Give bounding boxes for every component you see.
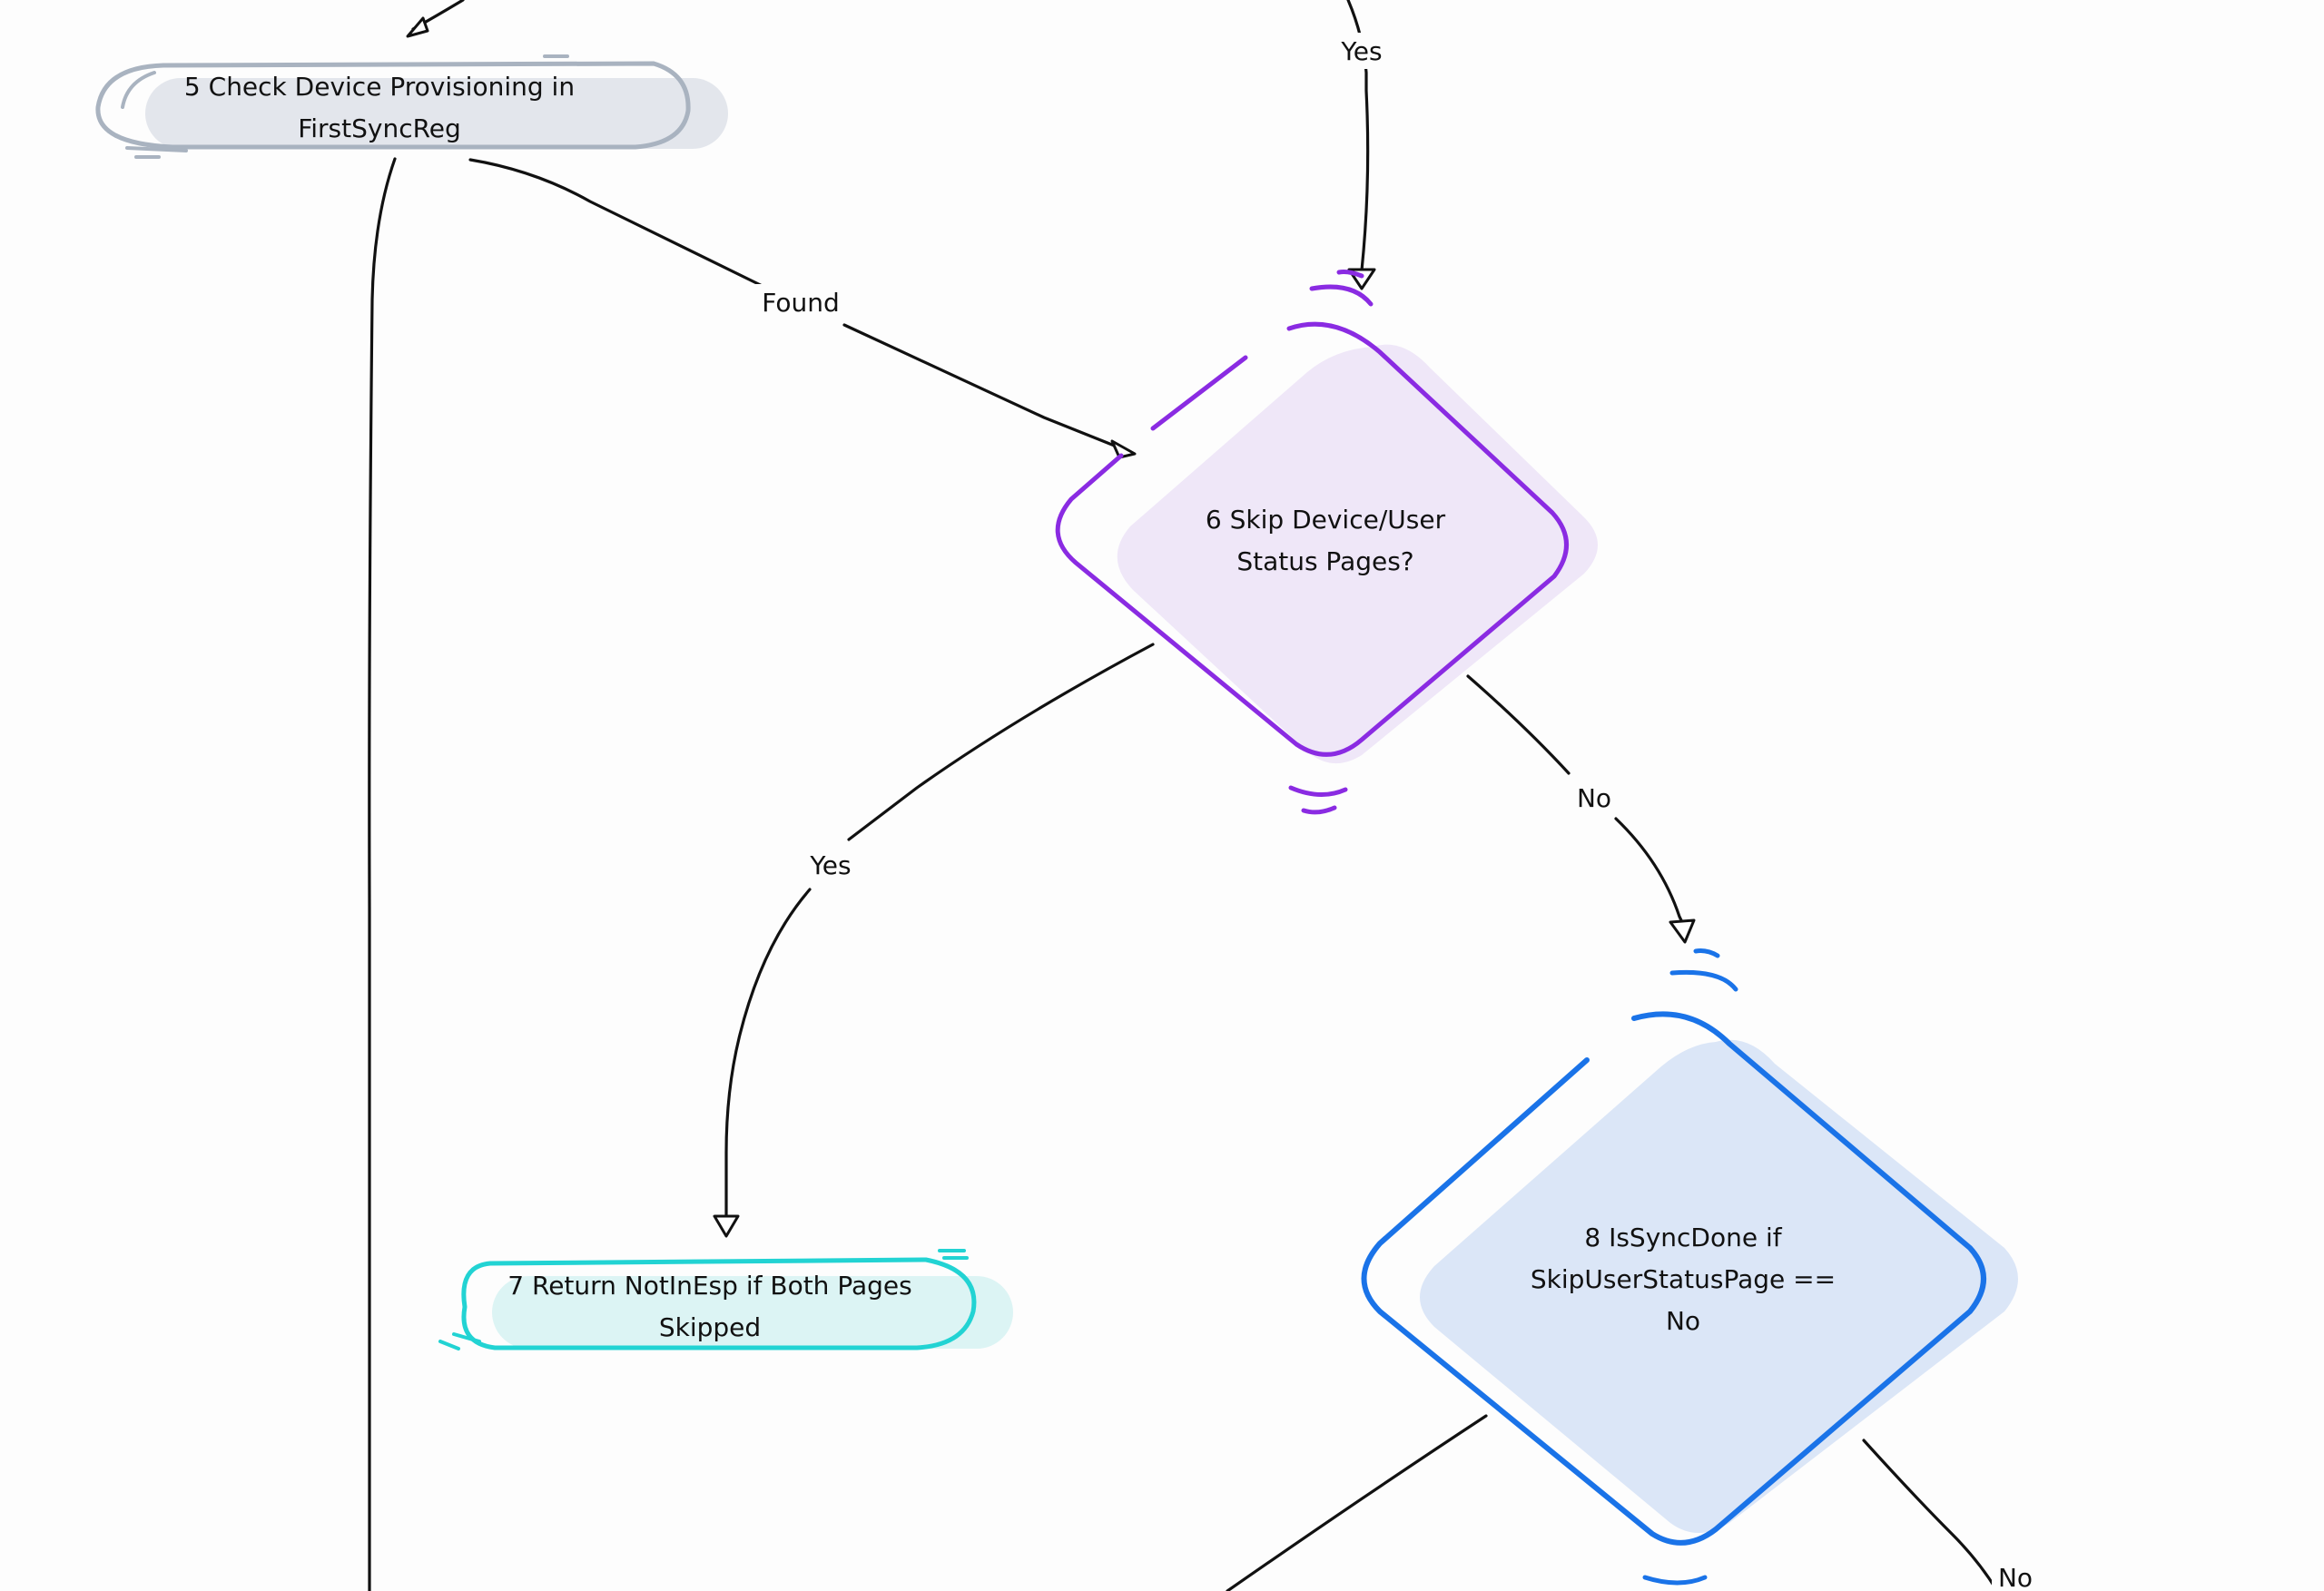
arrowhead	[1669, 918, 1696, 944]
edge-label-found: Found	[762, 288, 840, 318]
node-7-label-line-2: Skipped	[659, 1312, 761, 1342]
edge-label-yes-6-7: Yes	[809, 850, 851, 880]
node-5-check-device-provisioning[interactable]: 5 Check Device Provisioning in FirstSync…	[95, 54, 728, 159]
edge-top-to-node-6: Yes	[1329, 0, 1394, 290]
node-7-outline	[461, 1257, 977, 1350]
arrowhead	[1110, 439, 1137, 459]
node-8-label-line-3: No	[1666, 1306, 1700, 1336]
node-6-label-line-2: Status Pages?	[1236, 546, 1413, 576]
node-7-label-line-1: 7 Return NotInEsp if Both Pages	[507, 1271, 911, 1301]
node-5-label-line-1: 5 Check Device Provisioning in	[184, 72, 575, 102]
node-8-label-line-1: 8 IsSyncDone if	[1584, 1223, 1782, 1252]
edges: Yes Found Yes No	[367, 0, 2043, 1591]
node-8-is-sync-done-decision[interactable]: 8 IsSyncDone if SkipUserStatusPage == No	[1361, 948, 2019, 1586]
edge-label-no-8-right: No	[1998, 1563, 2033, 1591]
edge-incoming-to-node-5	[406, 0, 465, 38]
edge-node-6-to-node-8: No	[1466, 674, 1696, 944]
edge-label-yes-top: Yes	[1340, 36, 1382, 66]
node-8-label-line-2: SkipUserStatusPage ==	[1531, 1264, 1836, 1294]
node-5-shadow	[145, 78, 728, 149]
arrowhead	[406, 16, 429, 38]
node-6-shadow	[1117, 344, 1598, 764]
node-7-return-not-in-esp[interactable]: 7 Return NotInEsp if Both Pages Skipped	[438, 1249, 1013, 1350]
edge-node-5-to-node-6: Found	[468, 158, 1137, 459]
edge-node-5-down	[367, 157, 397, 1591]
edge-node-8-down-right: No	[1862, 1439, 2043, 1591]
node-5-label-line-2: FirstSyncReg	[298, 113, 461, 143]
node-5-outline	[95, 61, 691, 150]
edge-node-6-to-node-7: Yes	[713, 643, 1155, 1238]
edge-label-no-6-8: No	[1577, 783, 1611, 813]
node-7-shadow	[492, 1276, 1013, 1349]
node-6-outline	[1055, 321, 1569, 757]
node-8-outline	[1361, 1011, 1986, 1546]
node-6-label-line-1: 6 Skip Device/User	[1206, 505, 1446, 535]
node-6-skip-status-pages-decision[interactable]: 6 Skip Device/User Status Pages?	[1055, 270, 1598, 815]
edge-node-8-down-left	[1226, 1414, 1488, 1591]
arrowhead	[713, 1214, 740, 1238]
